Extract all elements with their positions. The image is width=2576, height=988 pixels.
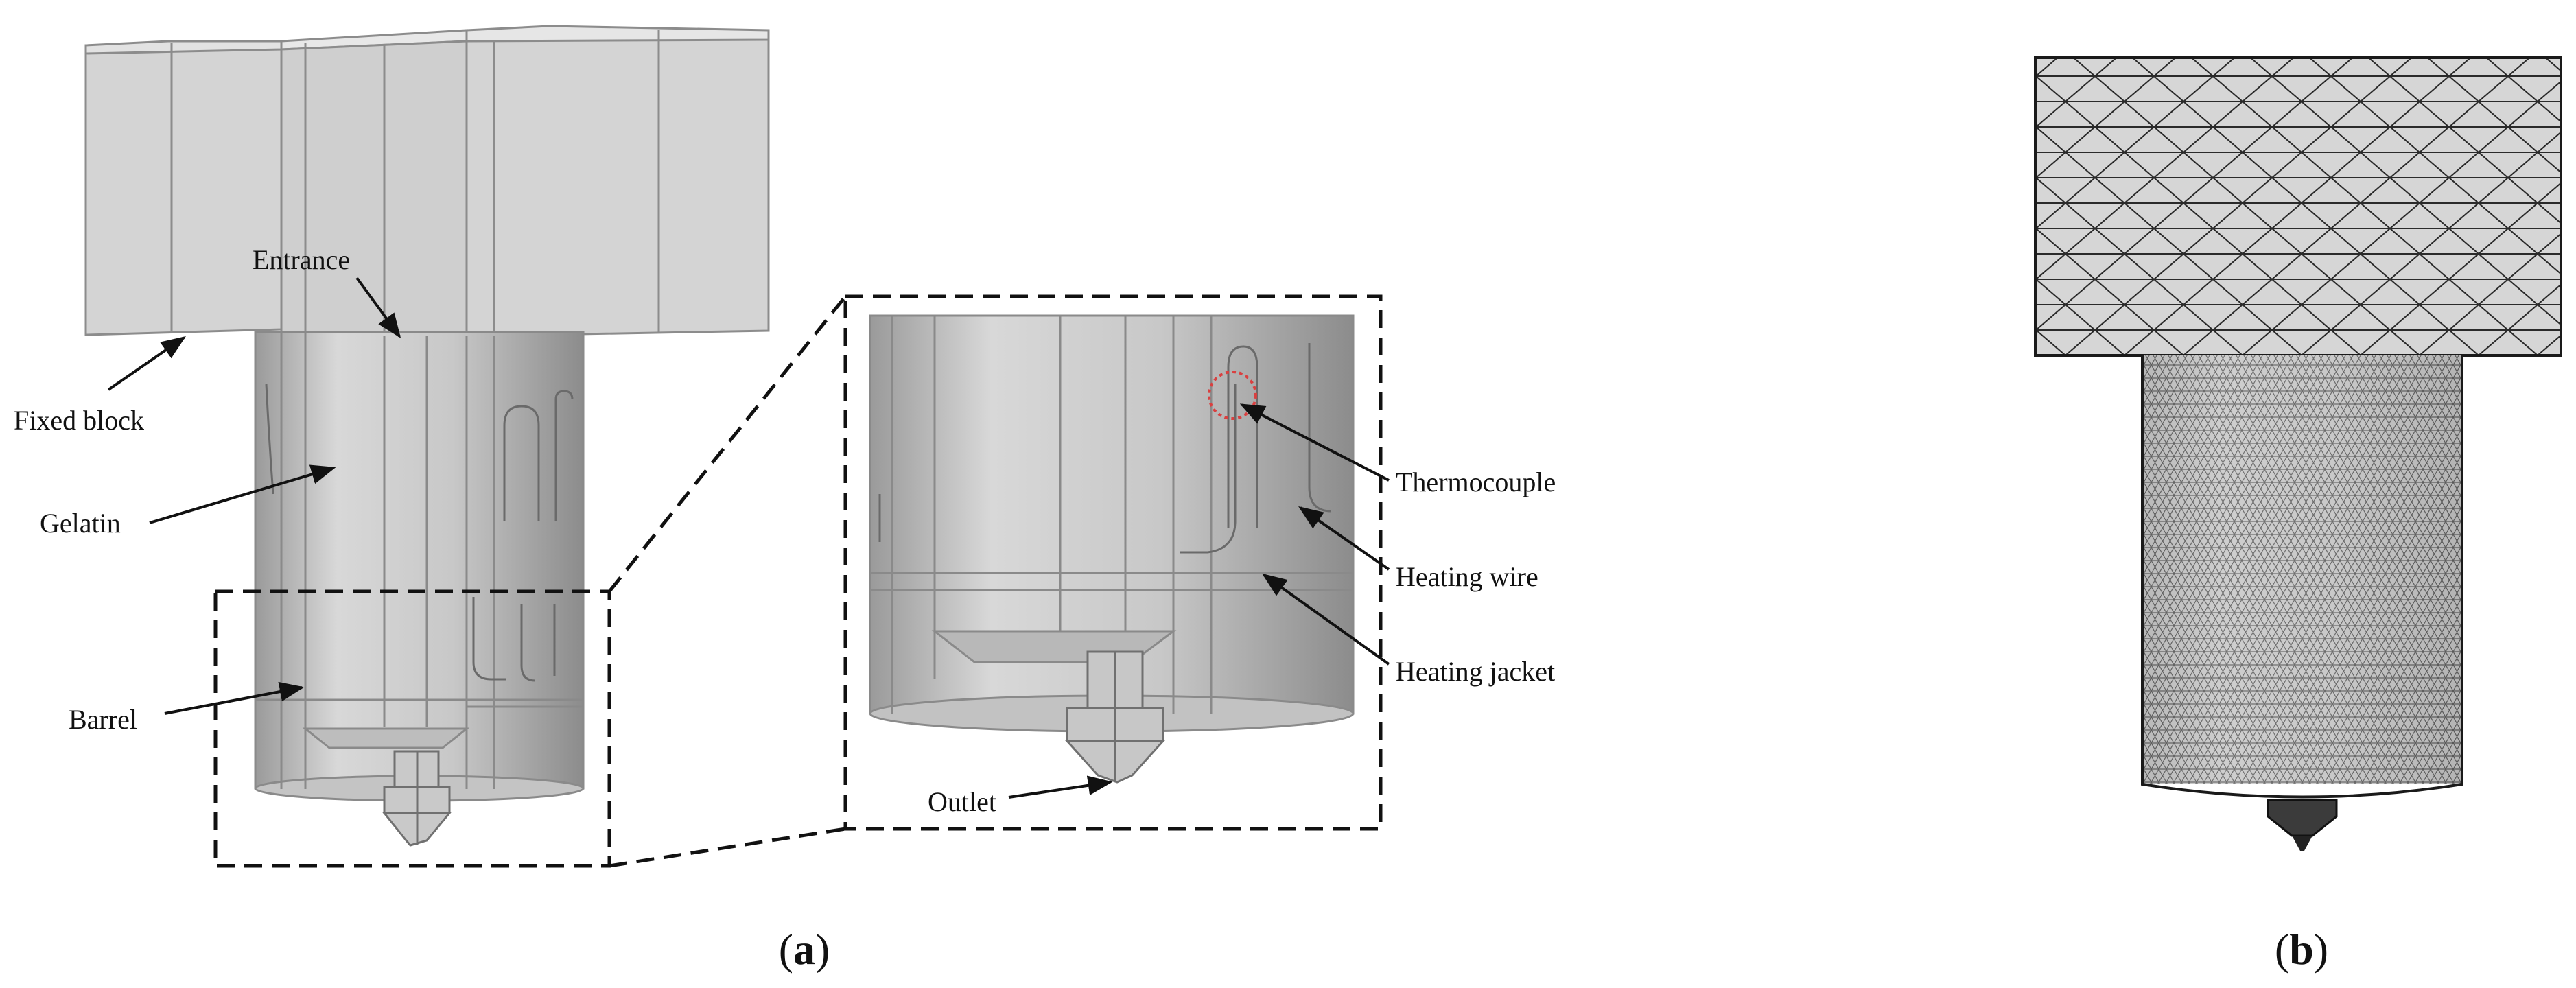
detail-model <box>869 314 1355 733</box>
caption-a-open: ( <box>779 925 793 974</box>
annotation-labels: Entrance Fixed block Gelatin Barrel Ther… <box>14 244 1556 817</box>
arrow-outlet <box>1008 775 1113 799</box>
zoom-connector-bottom <box>609 827 846 868</box>
arrow-heating-jacket <box>1262 573 1390 666</box>
mesh-model <box>2034 56 2562 851</box>
label-heating-wire: Heating wire <box>1396 561 1538 592</box>
caption-b-open: ( <box>2275 925 2289 974</box>
caption-a: (a) <box>779 925 830 974</box>
arrow-barrel <box>164 681 305 715</box>
jacket-body-shape <box>254 331 585 802</box>
detail-nozzle <box>1064 650 1166 784</box>
mesh-nozzle <box>2267 799 2338 851</box>
zoom-connector-top <box>608 295 847 593</box>
label-heating-jacket: Heating jacket <box>1396 656 1555 687</box>
arrow-thermocouple <box>1239 403 1390 482</box>
thermocouple-marker <box>1208 370 1257 420</box>
arrow-heating-wire <box>1298 506 1390 571</box>
fixed-block-shape <box>84 25 770 338</box>
label-thermocouple: Thermocouple <box>1396 467 1556 497</box>
arrow-entrance <box>355 277 401 338</box>
nozzle-shape <box>382 750 452 847</box>
caption-a-letter: a <box>793 925 815 974</box>
label-outlet: Outlet <box>928 786 996 817</box>
annotation-arrows <box>107 277 1390 799</box>
caption-b-close: ) <box>2314 925 2328 974</box>
label-fixed-block: Fixed block <box>14 405 144 436</box>
model-assembly <box>84 25 770 847</box>
arrow-fixed-block <box>107 336 186 391</box>
label-entrance: Entrance <box>253 244 350 275</box>
caption-a-close: ) <box>815 925 830 974</box>
arrow-gelatin <box>149 464 336 524</box>
zoom-region-box <box>213 589 611 868</box>
caption-b-letter: b <box>2289 925 2314 974</box>
label-barrel: Barrel <box>69 704 137 735</box>
label-gelatin: Gelatin <box>40 508 121 539</box>
caption-b: (b) <box>2275 925 2328 974</box>
